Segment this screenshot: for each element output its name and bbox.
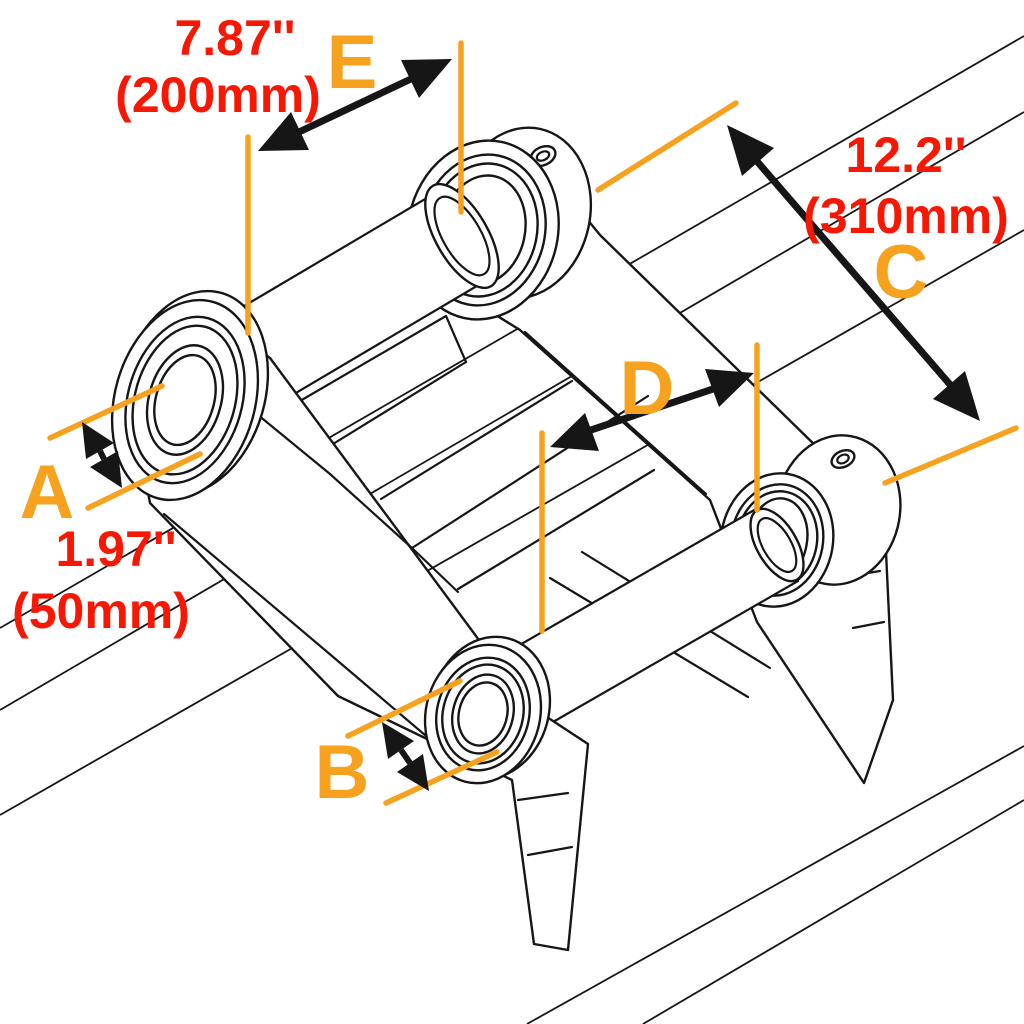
measurement-a-inches: 1.97'' xyxy=(55,521,176,577)
top-pin-body xyxy=(212,192,487,413)
bottom-pin-edge xyxy=(544,579,800,728)
near-leg-notch xyxy=(526,845,574,857)
dimension-arrows xyxy=(82,59,980,791)
dimension-label-a: A xyxy=(20,450,75,535)
extension-line-c-bottom xyxy=(882,425,1019,486)
extension-line-a-upper xyxy=(47,383,165,441)
arrowhead xyxy=(90,451,122,488)
reference-line xyxy=(642,799,1024,1024)
pins xyxy=(210,182,805,728)
near-plate-edge xyxy=(250,408,460,594)
bottom-pin-face-inner xyxy=(756,516,798,574)
measurement-c-inches: 12.2'' xyxy=(845,127,966,183)
top-pin-face xyxy=(424,182,500,290)
reference-line xyxy=(526,745,1024,1024)
measurement-a-mm: (50mm) xyxy=(12,583,190,639)
arrowhead xyxy=(933,371,980,421)
reference-line xyxy=(0,111,1024,711)
arrowhead xyxy=(82,422,114,459)
far-plate-edge xyxy=(523,330,708,496)
extension-lines xyxy=(47,40,1019,806)
extension-line-b-upper xyxy=(345,678,463,739)
dimension-arrow-a xyxy=(82,422,122,488)
web-edge xyxy=(331,360,468,446)
near-plate-fold xyxy=(162,512,454,760)
dimension-label-b: B xyxy=(315,730,370,815)
web-edge xyxy=(444,314,468,364)
web-edge xyxy=(410,394,650,550)
arrowhead xyxy=(258,112,309,151)
near-leg-notch xyxy=(516,791,570,802)
dimension-arrow-d xyxy=(550,369,754,451)
bottom-pin-body xyxy=(504,509,798,726)
arrowhead xyxy=(401,59,452,98)
grease-hole xyxy=(836,453,850,465)
reference-line xyxy=(0,229,1024,816)
background-reference-lines xyxy=(0,35,1024,1024)
dimension-arrow-c xyxy=(727,125,980,421)
bottom-pin-edge xyxy=(502,507,758,656)
dimension-label-e: E xyxy=(327,20,378,105)
reference-line xyxy=(0,35,1024,629)
arrowhead xyxy=(550,413,599,451)
arrowhead xyxy=(727,125,774,176)
extension-line-c-top xyxy=(595,100,739,193)
grease-hole xyxy=(535,150,551,162)
dimension-label-c: C xyxy=(874,230,929,315)
grease-lug xyxy=(830,448,856,470)
near-side-plate xyxy=(110,289,590,952)
extension-line-a-lower xyxy=(85,451,203,511)
dimension-label-d: D xyxy=(620,346,675,431)
measurement-e-mm: (200mm) xyxy=(115,67,321,123)
arrowhead xyxy=(382,722,414,759)
extension-line-b-lower xyxy=(383,749,500,806)
boss-bottom-bore-inner xyxy=(457,681,509,747)
far-leg-notch xyxy=(851,620,886,630)
measurement-c-mm: (310mm) xyxy=(803,188,1009,244)
web-edge xyxy=(298,314,448,403)
top-pin-edge xyxy=(260,278,489,415)
dimension-arrow-e xyxy=(258,59,452,151)
web-edge xyxy=(456,468,656,591)
arrowhead xyxy=(705,369,754,407)
top-pin-face-inner xyxy=(433,195,491,277)
arrowhead xyxy=(397,754,429,791)
measurement-e-inches: 7.87'' xyxy=(174,10,295,66)
dimension-texts: 7.87'' (200mm) E 12.2'' (310mm) C D A 1.… xyxy=(12,10,1009,815)
web-edge xyxy=(379,379,574,501)
dimension-arrow-b xyxy=(382,722,429,791)
boss-left-bore-inner xyxy=(153,353,217,447)
